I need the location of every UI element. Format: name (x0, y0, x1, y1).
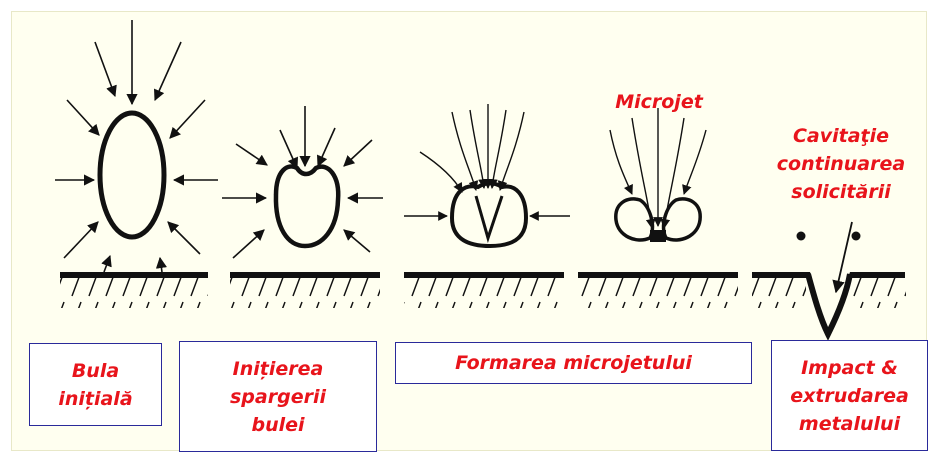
surface-hatching (60, 278, 208, 308)
microjet-core (476, 196, 502, 238)
stage-label-line: spargerii (230, 383, 326, 411)
stage-label-line: metalului (790, 410, 909, 438)
stage-1-initial-bubble-illustration (55, 20, 218, 308)
jet-impact-point (650, 230, 666, 242)
metal-surface (230, 272, 380, 278)
flow-lines (404, 104, 570, 216)
stage-label-line: extrudarea (790, 382, 909, 410)
flow-lines (610, 108, 706, 228)
microjet-annotation: Microjet (592, 88, 726, 116)
surface-hatching (852, 278, 906, 308)
stage-label-impact-extrusion: Impact & extrudarea metalului (771, 340, 928, 451)
stage-label-line: Inițierea (230, 355, 326, 383)
stage-label-collapse-initiation: Inițierea spargerii bulei (179, 341, 377, 452)
stage-label-line: inițială (58, 385, 132, 413)
cavitation-line-2: continuarea (752, 150, 930, 178)
stage-label-initial-bubble: Bula inițială (29, 343, 162, 426)
bubble-fragment (797, 232, 806, 241)
stage-label-line: Formarea microjetului (455, 349, 692, 377)
toroidal-bubble-right (664, 199, 701, 240)
surface-hatching (404, 278, 564, 308)
metal-surface (578, 272, 738, 278)
stage-label-line: Bula (58, 357, 132, 385)
deformed-bubble (276, 166, 338, 246)
metal-surface (60, 272, 208, 278)
stage-label-line: Impact & (790, 354, 909, 382)
stage-label-microjet-formation: Formarea microjetului (395, 342, 752, 384)
stage-5-impact-illustration (752, 222, 906, 334)
cavitation-annotation: Cavitaţie continuarea solicitării (752, 122, 930, 206)
toroidal-bubble-left (616, 199, 653, 240)
bubble (100, 113, 164, 237)
stage-3-microjet-formation-illustration (404, 104, 570, 308)
metal-surface-pitted (752, 272, 905, 278)
cavitation-line-3: solicitării (752, 178, 930, 206)
microjet-label: Microjet (592, 88, 726, 116)
cavitation-line-1: Cavitaţie (752, 122, 930, 150)
surface-hatching (752, 278, 806, 308)
stage-2-collapse-illustration (222, 106, 383, 308)
stage-4-microjet-illustration (578, 108, 738, 308)
stage-label-line: bulei (230, 411, 326, 439)
bubble-fragment (852, 232, 861, 241)
surface-hatching (230, 278, 380, 308)
metal-surface (404, 272, 564, 278)
surface-hatching (578, 278, 738, 308)
pressure-arrows (222, 106, 383, 258)
extrusion-pit (808, 274, 850, 334)
